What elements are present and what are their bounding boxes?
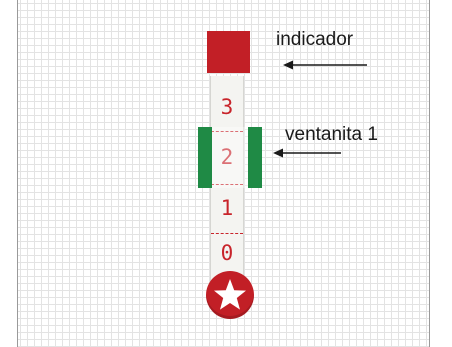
scale-number-2: 2	[220, 145, 234, 169]
window-label: ventanita 1	[285, 124, 378, 145]
scale-number-1: 1	[220, 196, 234, 220]
dashed-line	[211, 233, 243, 234]
window-frame	[198, 127, 262, 188]
window-frame-right	[248, 127, 262, 188]
indicator-label: indicador	[276, 29, 354, 50]
arrow-left-icon	[283, 60, 367, 70]
dashed-line	[211, 131, 243, 132]
dashed-line	[211, 184, 243, 185]
window-frame-left	[198, 127, 212, 188]
scale-number-3: 3	[220, 95, 234, 119]
arrow-left-icon	[273, 148, 341, 158]
star-button[interactable]	[206, 271, 254, 319]
window-opening	[212, 127, 248, 188]
scale-number-0: 0	[220, 241, 234, 265]
indicator-block	[207, 31, 250, 73]
star-icon	[214, 279, 246, 310]
